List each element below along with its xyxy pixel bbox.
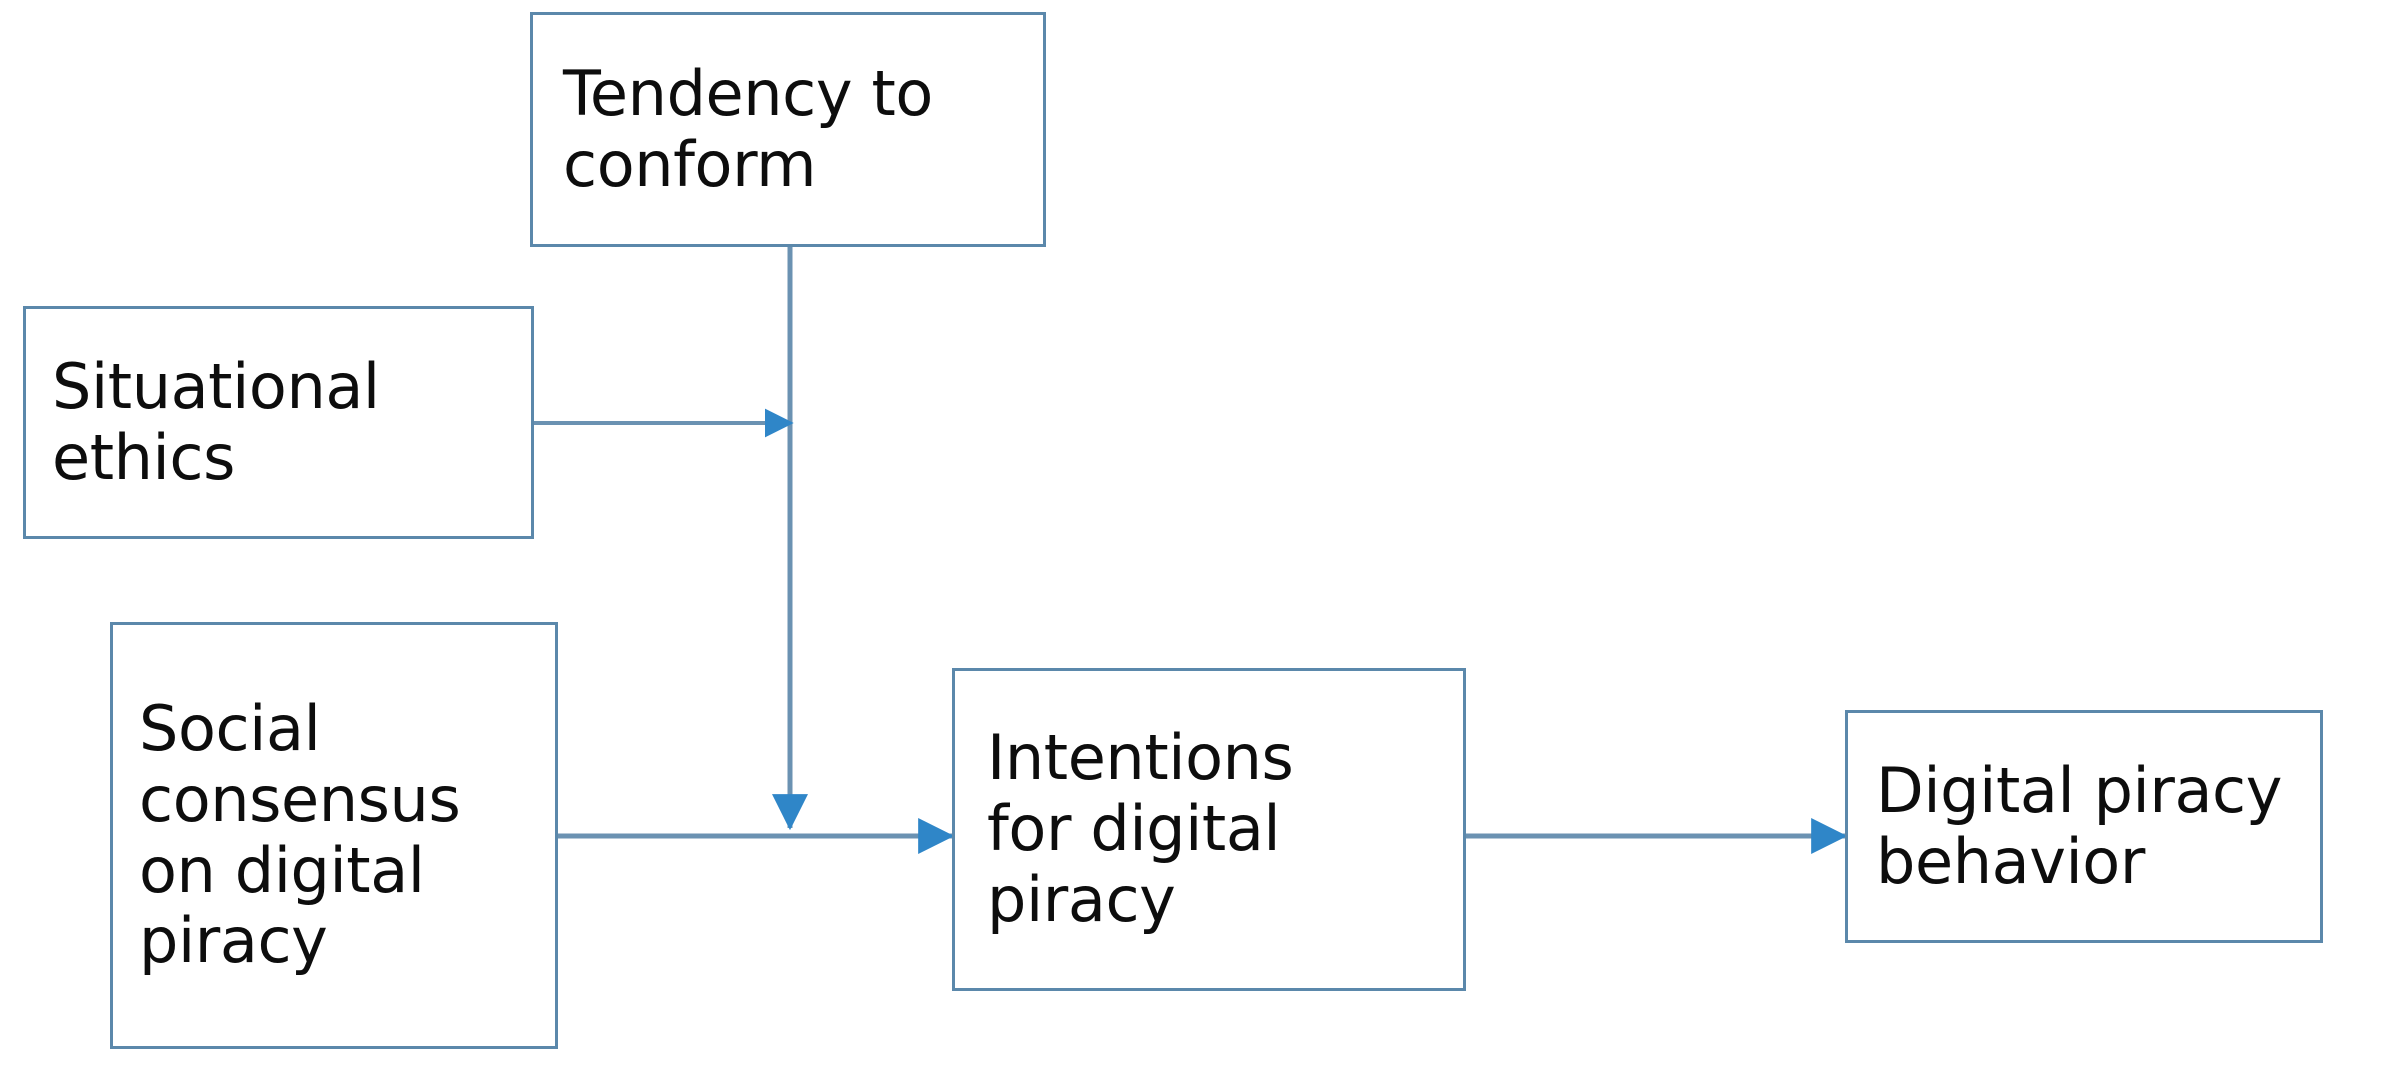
node-label: Tendency to conform [563,56,933,201]
node-situational-ethics[interactable]: Situational ethics [23,306,534,539]
node-tendency-to-conform[interactable]: Tendency to conform [530,12,1046,247]
node-digital-piracy-behavior[interactable]: Digital piracy behavior [1845,710,2323,943]
node-label: Intentions for digital piracy [987,721,1294,936]
node-label: Digital piracy behavior [1876,753,2283,898]
node-social-consensus[interactable]: Social consensus on digital piracy [110,622,558,1049]
node-intentions[interactable]: Intentions for digital piracy [952,668,1466,991]
node-label: Social consensus on digital piracy [139,692,461,978]
node-label: Situational ethics [52,349,380,494]
